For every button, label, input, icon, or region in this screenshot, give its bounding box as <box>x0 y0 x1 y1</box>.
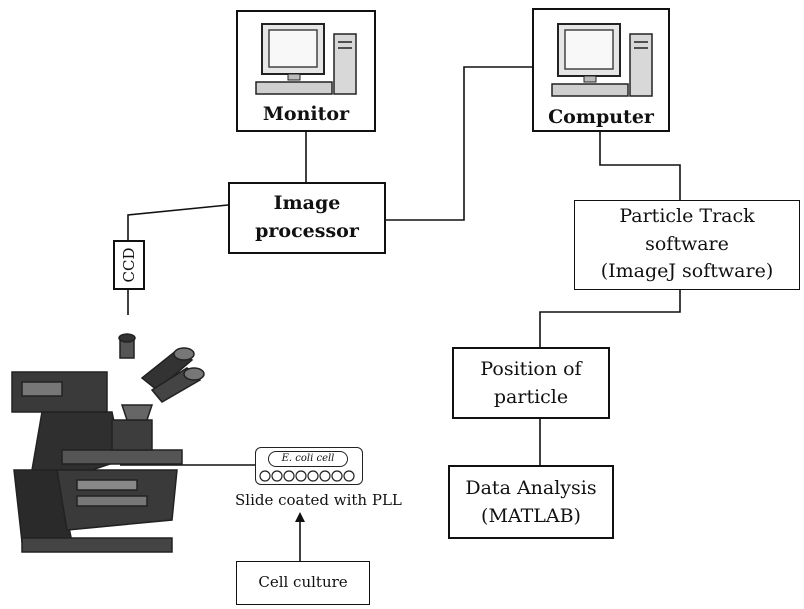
computer-box: Computer <box>532 8 670 132</box>
cell-culture-box: Cell culture <box>236 561 370 605</box>
arrow-head <box>295 512 305 522</box>
ecoli-cell-capsule: E. coli cell <box>268 451 348 467</box>
data-analysis-label-1: Data Analysis <box>465 477 597 499</box>
particle-track-label-2: software <box>645 233 729 255</box>
monitor-label: Monitor <box>262 103 350 125</box>
ecoli-slide: E. coli cell <box>255 447 363 485</box>
particle-track-label-3: (ImageJ software) <box>600 260 774 282</box>
pll-coating-icon <box>259 470 355 482</box>
wire-particle-position <box>539 288 681 348</box>
wire-computer-particle <box>599 130 681 200</box>
data-analysis-label-2: (MATLAB) <box>481 505 581 527</box>
slide-caption: Slide coated with PLL <box>235 491 402 509</box>
ecoli-cell-label: E. coli cell <box>281 453 335 464</box>
image-processor-box: Image processor <box>228 182 386 254</box>
computer-pc-icon <box>551 23 653 97</box>
image-processor-label-1: Image <box>273 192 341 214</box>
monitor-pc-icon <box>255 23 357 95</box>
position-label-2: particle <box>493 386 569 408</box>
data-analysis-box: Data Analysis (MATLAB) <box>448 465 614 539</box>
position-box: Position of particle <box>452 347 610 419</box>
ccd-camera: CCD <box>113 240 145 290</box>
microscope-icon <box>11 333 205 553</box>
monitor-box: Monitor <box>236 10 376 132</box>
computer-label: Computer <box>548 106 654 128</box>
wire-processor-computer <box>384 66 534 221</box>
ccd-label: CCD <box>120 247 138 283</box>
particle-track-label-1: Particle Track <box>619 205 755 227</box>
cell-culture-label: Cell culture <box>258 573 348 591</box>
position-label-1: Position of <box>480 358 582 380</box>
wire-processor-ccd <box>127 204 229 242</box>
particle-track-box: Particle Track software (ImageJ software… <box>574 200 800 290</box>
image-processor-label-2: processor <box>255 220 359 242</box>
